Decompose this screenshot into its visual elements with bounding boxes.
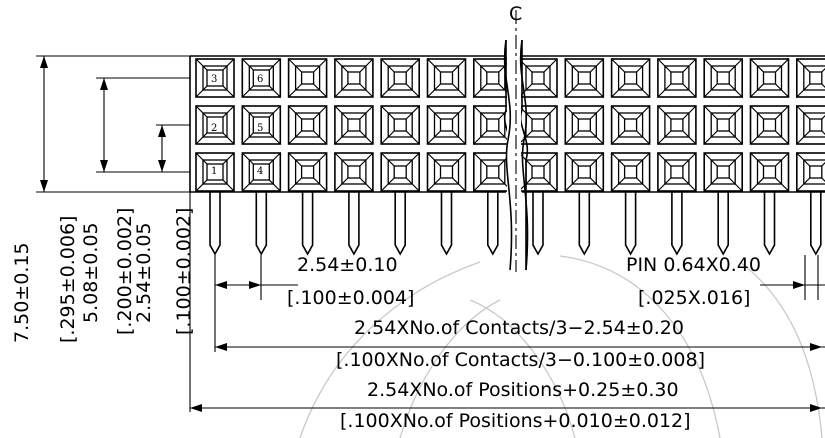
pin-number-5: 5 — [257, 123, 263, 134]
contact-cell — [564, 58, 605, 98]
contact-cell — [657, 58, 697, 98]
height-dimension-lines — [36, 55, 190, 193]
contact-cell — [703, 58, 744, 98]
contact-cell — [195, 105, 235, 145]
centerline: C — [509, 3, 522, 272]
contact-cell — [749, 152, 790, 192]
contact-cell — [287, 58, 328, 98]
pin-number-6: 6 — [257, 74, 263, 85]
contact-cell — [749, 58, 790, 98]
contact-cell — [195, 58, 235, 98]
contact-cell — [241, 105, 282, 145]
contact-cell — [334, 105, 374, 145]
solder-tail — [671, 192, 683, 256]
contact-cell — [380, 105, 421, 145]
pitch-imperial: [.100±0.004] — [287, 287, 414, 309]
solder-tail — [440, 192, 453, 256]
solder-tail — [301, 192, 314, 256]
pitch-metric: 2.54±0.10 — [297, 254, 398, 276]
contact-cell — [287, 105, 328, 145]
solder-tail — [578, 192, 591, 256]
solder-tail — [763, 192, 776, 256]
pin-number-labels: 1 2 3 4 5 6 — [211, 74, 263, 177]
contact-cell — [610, 105, 651, 145]
break-line — [503, 39, 529, 272]
contact-cell — [334, 152, 374, 192]
contact-cell — [657, 152, 697, 192]
contact-cell — [564, 152, 605, 192]
overall-length-imperial: [.100XNo.of Positions+0.010±0.012] — [340, 410, 691, 432]
contact-cell — [610, 58, 651, 98]
pin-number-3: 3 — [211, 74, 217, 85]
contact-cell — [657, 105, 697, 145]
solder-tail — [532, 192, 544, 256]
contacts-span-imperial: [.100XNo.of Contacts/3−0.100±0.008] — [336, 349, 705, 371]
height-row3-metric: 5.08±0.05 — [80, 222, 102, 323]
contact-cell — [426, 105, 467, 145]
contact-cell — [703, 105, 744, 145]
height-dimension-labels: 7.50±0.15 [.295±0.006] 5.08±0.05 [.200±0… — [11, 208, 195, 343]
solder-tails — [209, 192, 822, 256]
contact-cell — [795, 58, 825, 98]
pin-number-4: 4 — [257, 166, 263, 177]
solder-tail — [717, 192, 729, 256]
pin-number-1: 1 — [211, 166, 217, 177]
contact-cell — [749, 105, 790, 145]
contact-cell — [795, 105, 825, 145]
solder-tail — [487, 192, 499, 256]
contact-cell — [703, 152, 744, 192]
contact-cell — [426, 58, 467, 98]
contact-cell — [241, 152, 282, 192]
contact-cell — [287, 152, 328, 192]
contacts-span-metric: 2.54XNo.of Contacts/3−2.54±0.20 — [354, 317, 684, 339]
watermark-logo — [299, 255, 823, 438]
height-total-metric: 7.50±0.15 — [11, 242, 33, 343]
contact-cell — [564, 105, 605, 145]
pin-number-2: 2 — [211, 123, 217, 134]
contact-cell — [241, 58, 282, 98]
solder-tail — [348, 192, 360, 256]
contact-cell — [795, 152, 825, 192]
solder-tail — [810, 192, 822, 256]
centerline-symbol: C — [509, 3, 522, 25]
solder-tail — [209, 192, 221, 256]
solder-tail — [624, 192, 637, 256]
height-row2-metric: 2.54±0.05 — [133, 222, 155, 323]
contact-grid — [195, 58, 825, 192]
height-row2-imperial: [.100±0.002] — [173, 208, 195, 335]
horizontal-dimension-lines — [189, 192, 825, 412]
pin-size-imperial: [.025X.016] — [638, 287, 750, 309]
contact-cell — [195, 152, 235, 192]
contact-cell — [380, 58, 421, 98]
contact-cell — [334, 58, 374, 98]
horizontal-dimension-labels: 2.54±0.10 [.100±0.004] PIN 0.64X0.40 [.0… — [287, 254, 761, 432]
overall-length-metric: 2.54XNo.of Positions+0.25±0.30 — [367, 379, 679, 401]
solder-tail — [255, 192, 268, 256]
pin-size-metric: PIN 0.64X0.40 — [626, 254, 761, 276]
height-total-imperial: [.295±0.006] — [57, 216, 79, 343]
contact-cell — [380, 152, 421, 192]
solder-tail — [394, 192, 406, 256]
contact-cell — [610, 152, 651, 192]
contact-cell — [472, 105, 513, 145]
contact-cell — [426, 152, 467, 192]
height-row3-imperial: [.200±0.002] — [114, 208, 136, 335]
